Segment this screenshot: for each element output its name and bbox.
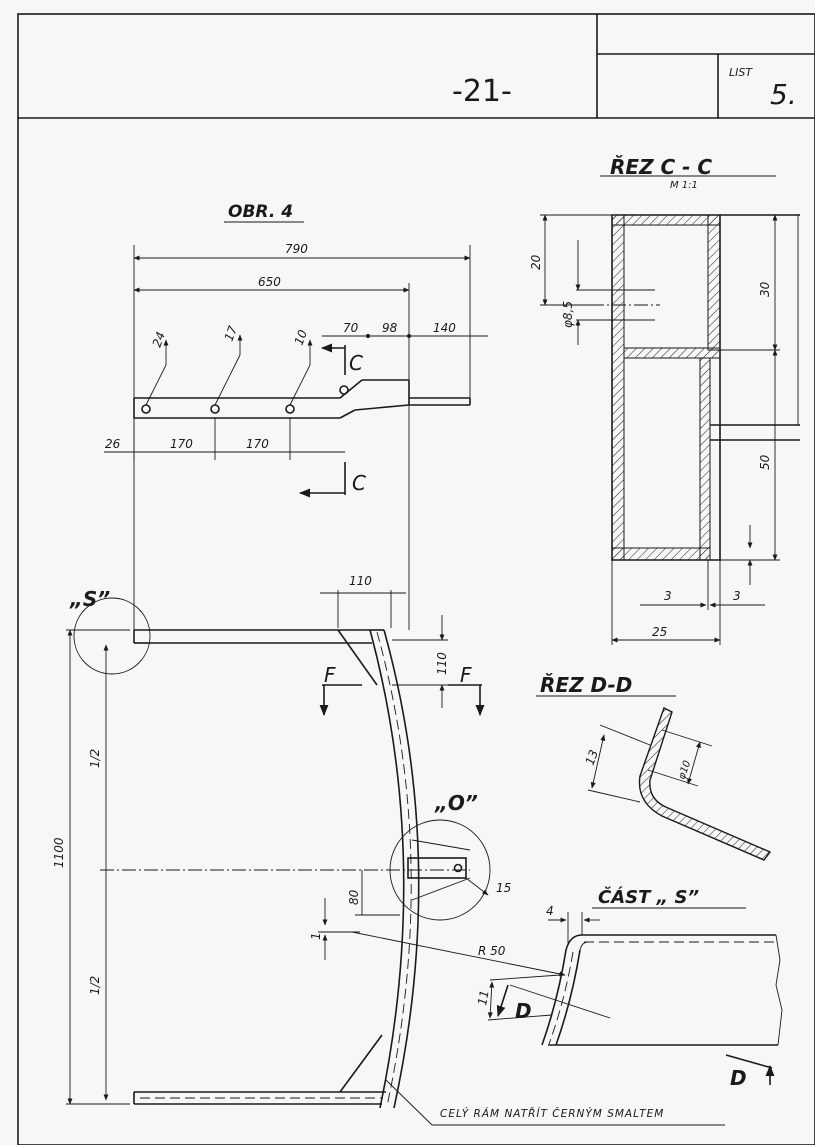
page-number: -21- xyxy=(452,74,512,109)
title-block: -21- LIST 5. xyxy=(17,13,815,1145)
dim-r50: R 50 xyxy=(478,944,506,958)
hole xyxy=(141,404,151,414)
cut-label-c-top: C xyxy=(349,351,363,375)
dim-13: 13 xyxy=(583,748,601,767)
cut-label-f-right: F xyxy=(460,663,472,687)
figure-title: OBR. 4 xyxy=(228,202,293,222)
dim-1100: 1100 xyxy=(52,837,66,868)
dim-4: 4 xyxy=(546,904,554,918)
dim-30: 30 xyxy=(758,281,772,297)
dim-half-top: 1/2 xyxy=(88,749,102,768)
dim-17: 17 xyxy=(222,324,241,343)
cut-label-d-main: D xyxy=(515,999,532,1023)
figure-frame-view: „S” 110 110 F F xyxy=(52,574,725,1126)
dim-98: 98 xyxy=(382,321,398,335)
dim-1: 1 xyxy=(309,932,323,940)
paint-note: CELÝ RÁM NATŘÍT ČERNÝM SMALTEM xyxy=(440,1107,664,1120)
section-dd-title: ŘEZ D-D xyxy=(540,673,632,697)
dim-790: 790 xyxy=(285,242,308,256)
detail-circle-o xyxy=(389,819,491,921)
dim-15: 15 xyxy=(496,881,511,895)
dim-170-b: 170 xyxy=(246,437,269,451)
dim-110-side: 110 xyxy=(435,652,449,675)
detail-circle-s xyxy=(73,597,151,675)
dim-24: 24 xyxy=(150,330,168,349)
cut-label-f-left: F xyxy=(324,663,336,687)
figure-top-view: OBR. 4 790 650 70 98 140 xyxy=(104,202,488,630)
dim-140: 140 xyxy=(433,321,456,335)
dim-80: 80 xyxy=(347,889,361,905)
detail-label-s: „S” xyxy=(69,587,110,611)
dim-phi-8-5: φ8,5 xyxy=(561,301,575,328)
hole xyxy=(285,404,295,414)
dim-half-bottom: 1/2 xyxy=(88,976,102,995)
dim-20: 20 xyxy=(529,254,543,270)
dim-26: 26 xyxy=(105,437,121,451)
hole xyxy=(339,385,349,395)
section-cc-scale: M 1:1 xyxy=(670,180,698,191)
cut-label-c-bottom: C xyxy=(352,471,366,495)
dim-25: 25 xyxy=(652,625,667,639)
dim-110-top: 110 xyxy=(349,574,372,588)
dim-phi-10: φ10 xyxy=(676,759,693,781)
part-s: ČÁST „ S” 4 R 50 11 D D xyxy=(351,886,783,1090)
section-cc-title: ŘEZ C - C xyxy=(610,155,712,179)
cut-label-d-bottom: D xyxy=(730,1066,747,1090)
sheet-label: LIST xyxy=(729,66,753,79)
dd-profile xyxy=(638,707,772,861)
part-s-title: ČÁST „ S” xyxy=(598,886,699,908)
dim-3-a: 3 xyxy=(664,589,672,603)
dim-50: 50 xyxy=(758,454,772,470)
sheet-border xyxy=(17,13,815,1145)
dim-170-a: 170 xyxy=(170,437,193,451)
detail-label-o: „O” xyxy=(434,791,478,815)
dim-10: 10 xyxy=(292,328,311,347)
hole xyxy=(210,404,220,414)
sheet-number: 5. xyxy=(770,78,797,111)
dim-3-b: 3 xyxy=(733,589,741,603)
dim-70: 70 xyxy=(343,321,359,335)
section-dd: ŘEZ D-D 13 φ10 xyxy=(536,673,772,861)
dim-650: 650 xyxy=(258,275,281,289)
dim-11: 11 xyxy=(475,989,491,1006)
section-cc: ŘEZ C - C M 1:1 20 φ8,5 30 50 xyxy=(529,155,800,645)
bracket-plate xyxy=(407,857,467,879)
